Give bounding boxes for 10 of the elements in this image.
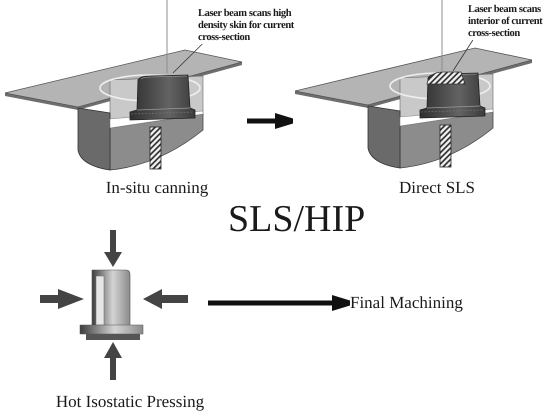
stage-caption: Hot Isostatic Pressing — [56, 392, 204, 412]
stage-caption: In-situ canning — [106, 178, 208, 198]
part-drawing — [130, 73, 196, 121]
diagram-title: SLS/HIP — [228, 199, 366, 239]
part-drawing — [420, 71, 486, 119]
stage-label: Final Machining — [350, 293, 463, 313]
laser-beam-line — [166, 0, 168, 74]
stage-caption: Direct SLS — [398, 178, 476, 198]
callout-text: Laser beam scans high density skin for current cross-section — [198, 8, 306, 44]
callout-text: Laser beam scans interior of current cross-section — [468, 4, 549, 40]
